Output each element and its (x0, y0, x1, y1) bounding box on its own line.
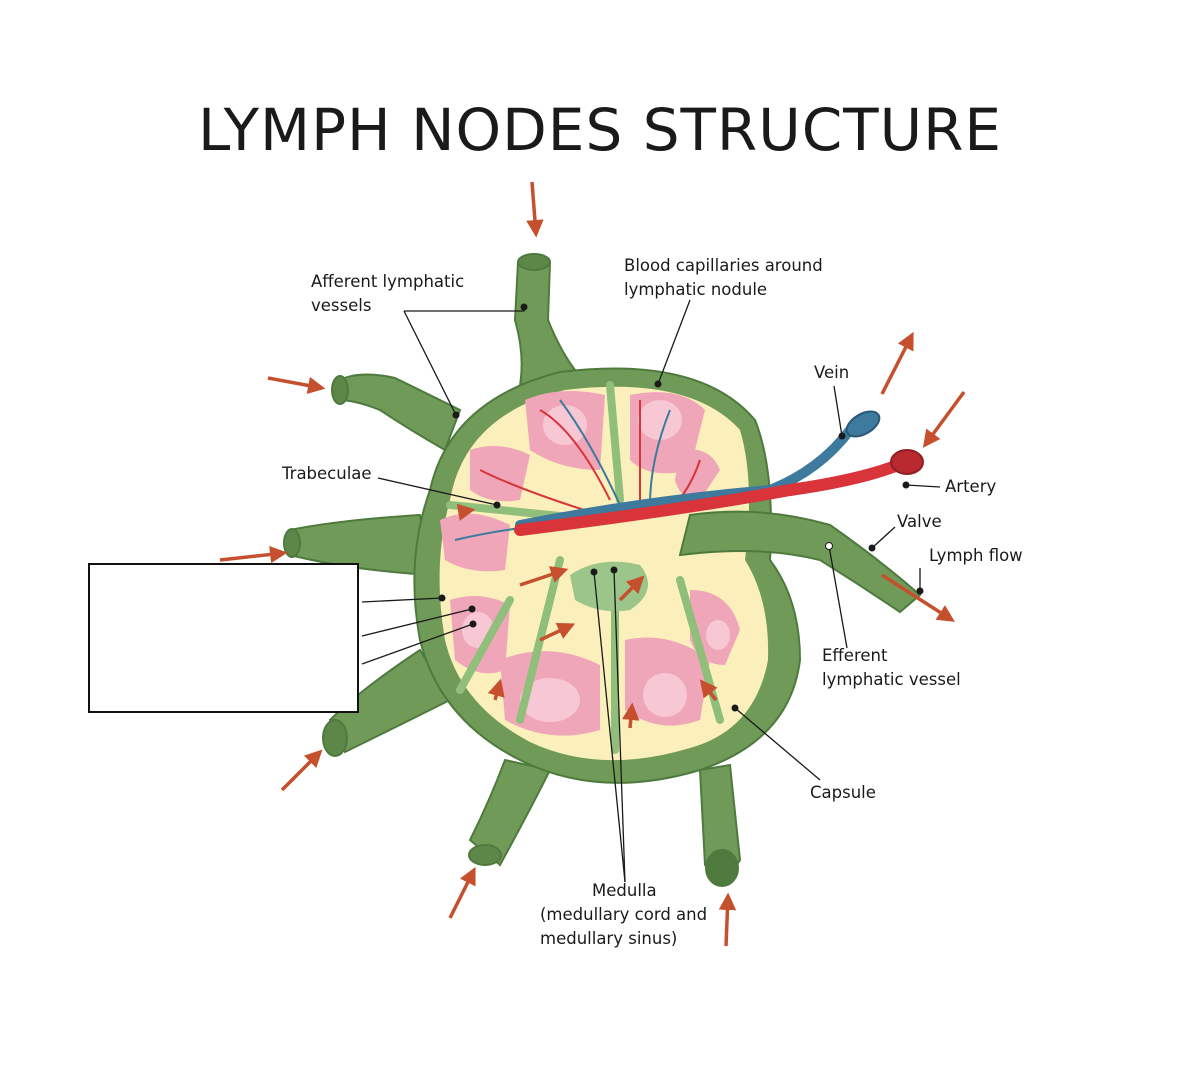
label-capillaries-line2: lymphatic nodule (624, 280, 768, 299)
label-capillaries: Blood capillaries around lymphatic nodul… (624, 254, 823, 302)
label-valve: Valve (897, 512, 942, 531)
label-trabeculae: Trabeculae (282, 464, 372, 483)
node-body (413, 367, 924, 784)
leader-dots (438, 303, 924, 712)
label-capsule: Capsule (810, 783, 876, 802)
lymph-flow-arrows (219, 181, 966, 947)
label-artery: Artery (945, 477, 997, 496)
label-medulla-line1: Medulla (592, 881, 657, 900)
label-afferent-line1: Afferent lymphatic (311, 272, 465, 291)
label-lymph-flow: Lymph flow (929, 546, 1023, 565)
label-afferent-line2: vessels (311, 296, 372, 315)
blank-label-box[interactable] (88, 563, 359, 713)
label-medulla: Medulla (medullary cord and medullary si… (540, 879, 707, 951)
leader-lines (361, 299, 941, 883)
label-medulla-line2: (medullary cord and (540, 905, 708, 924)
label-medulla-line3: medullary sinus) (540, 929, 678, 948)
label-efferent-line1: Efferent (822, 646, 888, 665)
label-vein: Vein (814, 363, 850, 382)
label-efferent: Efferent lymphatic vessel (822, 644, 961, 692)
label-capillaries-line1: Blood capillaries around (624, 256, 823, 275)
label-efferent-line2: lymphatic vessel (822, 670, 961, 689)
page-title: LYMPH NODES STRUCTURE (197, 96, 1003, 164)
label-afferent: Afferent lymphatic vessels (311, 270, 464, 318)
